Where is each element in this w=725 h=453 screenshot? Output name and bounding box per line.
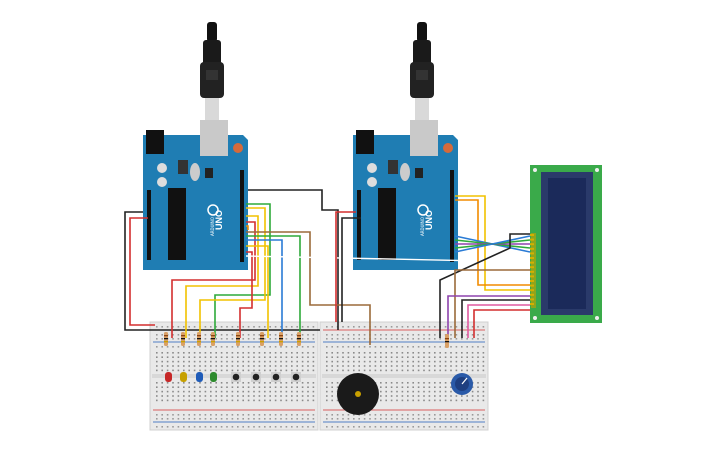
resistor [211,332,215,346]
lcd-pin [530,293,534,296]
piezo-buzzer [337,373,379,415]
pushbutton [271,372,281,382]
resistor [445,334,449,348]
led [165,372,172,382]
arduino-uno-right: UNO ARDUINO [353,120,458,270]
board-model-right: UNO [424,210,434,230]
usb-cable-left [200,22,224,122]
arduino-uno-left: UNO ARDUINO [143,120,248,270]
resistor-array [164,332,449,348]
board-brand-left: ARDUINO [210,217,215,236]
resistor [164,332,168,346]
lcd-display [530,165,602,323]
lcd-pin [530,252,534,255]
lcd-pin [530,298,534,301]
pushbutton [251,372,261,382]
lcd-pin [530,275,534,278]
resistor [236,332,240,346]
potentiometer [451,373,473,395]
lcd-pin [530,284,534,287]
lcd-pin [530,266,534,269]
breadboard-holes-left [156,326,315,428]
pushbutton [291,372,301,382]
resistor [197,332,201,346]
usb-cable-right [410,22,434,122]
resistor [260,332,264,346]
resistor [181,332,185,346]
led [180,372,187,382]
resistor [279,332,283,346]
led-group [165,372,217,382]
lcd-pin [530,270,534,273]
wires-left-board [124,189,531,345]
lcd-pin [530,261,534,264]
wires-right-board [335,195,531,338]
board-model-left: UNO [214,210,224,230]
pushbutton-group [231,372,301,382]
led [210,372,217,382]
pushbutton [231,372,241,382]
lcd-pin [530,280,534,282]
lcd-pin [530,238,534,241]
lcd-pin [530,289,534,292]
lcd-pin [530,243,534,246]
board-brand-right: ARDUINO [420,217,425,236]
lcd-pin [530,303,534,305]
lcd-pin [530,257,534,259]
lcd-pin [530,247,534,250]
lcd-pin [530,234,534,236]
resistor [297,332,301,346]
led [196,372,203,382]
